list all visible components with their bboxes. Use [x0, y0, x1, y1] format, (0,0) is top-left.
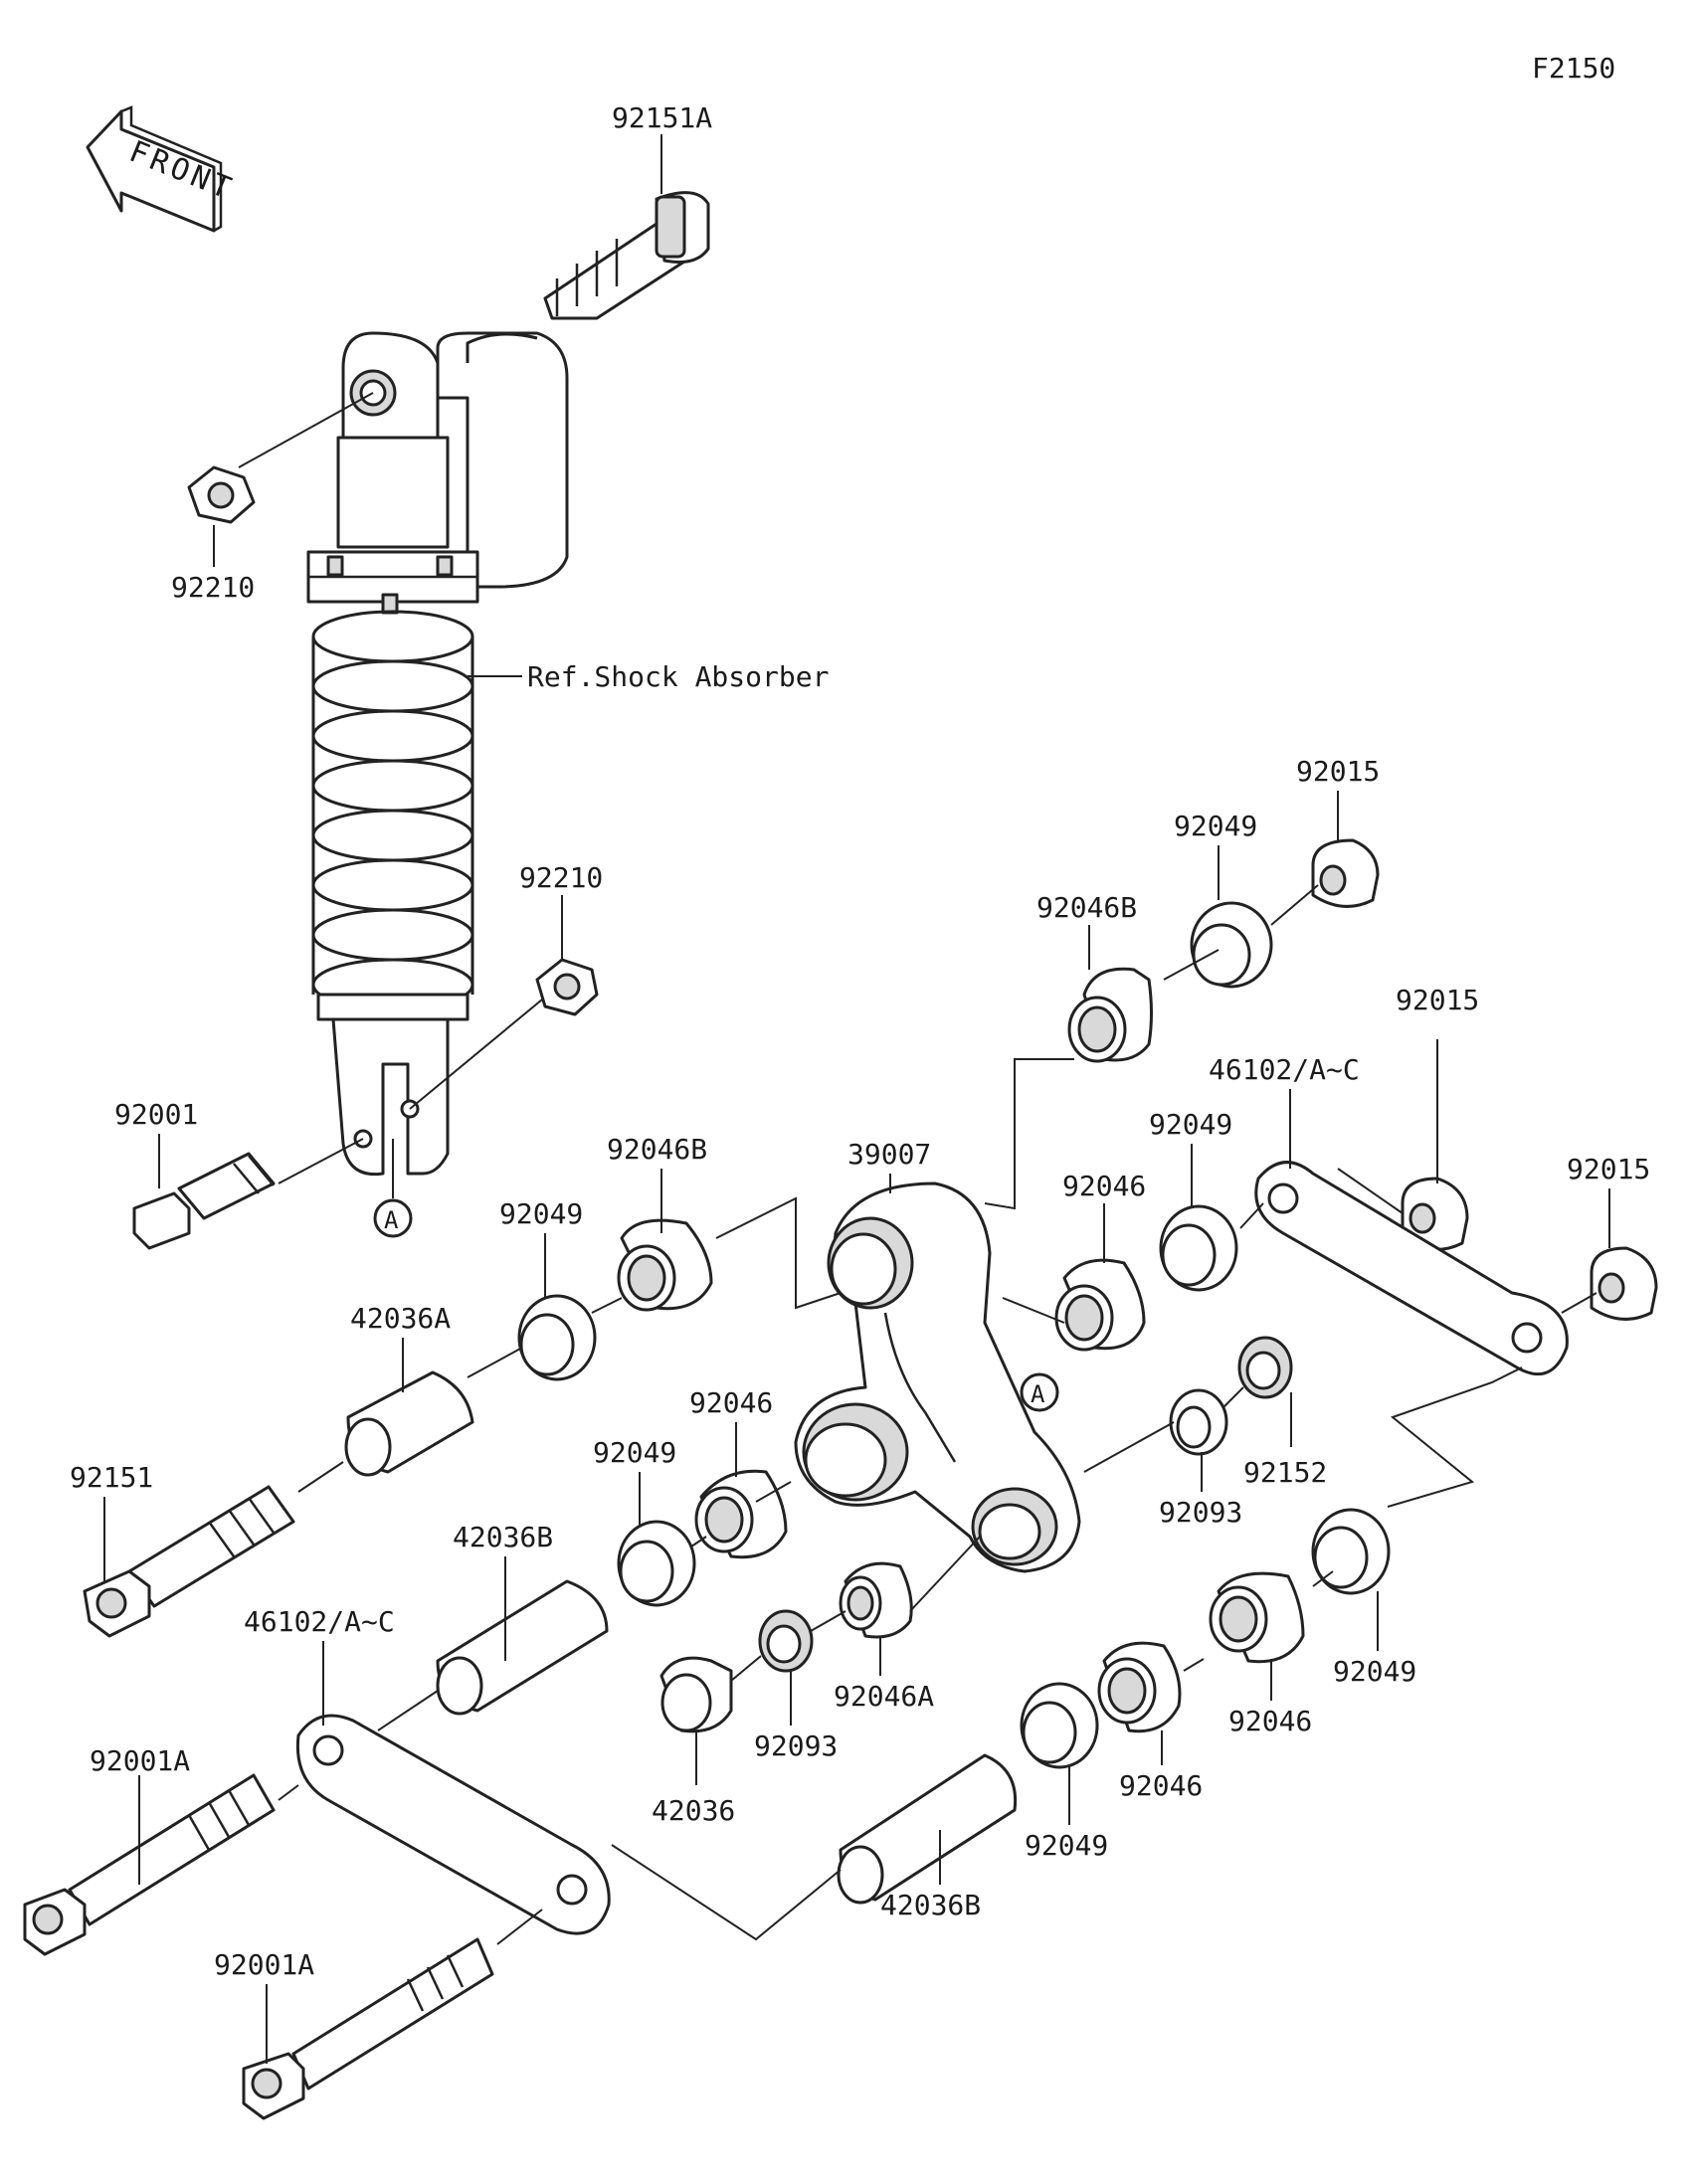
washer-92049-bottom: [1020, 1682, 1099, 1769]
figure-code: F2150: [1532, 52, 1615, 85]
collar-42036b-lower: [837, 1753, 1018, 1905]
callout-a-rocker: A: [1020, 1372, 1059, 1412]
part-label: 92049: [1149, 1108, 1232, 1141]
seal-92152: [1237, 1336, 1293, 1399]
svg-text:A: A: [384, 1206, 399, 1234]
bearing-92046b-top: [1067, 967, 1153, 1063]
part-label: 42036B: [880, 1889, 981, 1921]
part-label: 92046: [1119, 1769, 1203, 1802]
part-label: 92046: [1228, 1705, 1312, 1737]
part-label: 42036A: [350, 1302, 451, 1335]
washer-92049-lower-right: [1311, 1508, 1391, 1595]
part-label: 46102/A~C: [244, 1605, 395, 1638]
nut-92015-top: [1311, 838, 1380, 908]
front-arrow-icon: FRONT: [86, 105, 239, 233]
bolt-92001a-lower: [242, 1937, 494, 2120]
bolt-92151: [83, 1485, 295, 1638]
washer-92049-top: [1190, 901, 1273, 989]
bearing-92046-bottom: [1097, 1641, 1182, 1733]
tie-rod-46102-upper: [1254, 1161, 1569, 1376]
bearing-92046-lower: [694, 1469, 788, 1559]
part-label: 92151A: [612, 101, 712, 134]
spring-coils: [311, 610, 474, 1011]
nut-92210-lower: [535, 958, 599, 1016]
part-label: 39007: [847, 1138, 931, 1171]
part-label: 92093: [1159, 1496, 1242, 1529]
part-label: 92046: [689, 1386, 773, 1419]
bearing-92046-lower-right: [1209, 1571, 1305, 1664]
part-label: 42036: [652, 1794, 735, 1827]
bolt-92001: [132, 1152, 276, 1250]
rocker-arm-39007: [794, 1182, 1081, 1573]
nut-92210-top: [187, 465, 256, 524]
part-label: 92001: [114, 1098, 198, 1131]
part-label: 92001A: [90, 1744, 190, 1777]
part-label: 92046B: [1036, 891, 1137, 924]
part-label: 92210: [519, 861, 603, 894]
part-label: 92152: [1243, 1456, 1327, 1489]
part-label: 92015: [1567, 1153, 1650, 1185]
washer-92093-center: [758, 1609, 814, 1673]
shock-absorber: [306, 331, 569, 1177]
part-label: 92001A: [214, 1948, 314, 1981]
part-label: 92046B: [607, 1133, 707, 1166]
part-label: 42036B: [453, 1521, 553, 1553]
bolt-92001a-upper: [23, 1773, 276, 1956]
part-label: 92210: [171, 571, 255, 604]
part-label: 92015: [1396, 984, 1479, 1016]
part-label: 92049: [1174, 810, 1257, 842]
part-labels: 92151A 92210 92210 92001 92015 92049 920…: [70, 101, 1650, 1981]
bearing-92046a: [839, 1561, 913, 1639]
collar-42036b-upper: [436, 1579, 609, 1716]
collar-42036: [659, 1656, 733, 1733]
part-label: 92046A: [834, 1680, 934, 1713]
part-label: 92015: [1296, 755, 1380, 788]
nut-92015-right: [1590, 1246, 1658, 1321]
part-label: 92151: [70, 1461, 153, 1494]
part-label: 92049: [1025, 1829, 1108, 1862]
part-label: 92049: [593, 1436, 676, 1469]
part-label: 92046: [1062, 1170, 1146, 1202]
washer-92049-middle: [1159, 1204, 1238, 1292]
bearing-92046b-left: [617, 1218, 713, 1312]
reference-label: Ref.Shock Absorber: [527, 660, 829, 693]
bearing-92046-middle: [1054, 1258, 1146, 1352]
part-label: 92049: [1333, 1655, 1416, 1688]
leader-lines: [103, 134, 1610, 2064]
part-label: 46102/A~C: [1209, 1053, 1360, 1086]
washer-92049-lower: [617, 1520, 696, 1607]
part-label: 92049: [499, 1197, 583, 1230]
tie-rod-46102-lower: [295, 1714, 611, 1935]
washer-92093-right: [1169, 1388, 1228, 1456]
nut-92015-middle: [1401, 1177, 1469, 1251]
svg-text:A: A: [1031, 1380, 1045, 1408]
bolt-92151a: [543, 191, 710, 320]
washer-92049-left: [517, 1294, 597, 1381]
collar-42036a: [344, 1370, 474, 1477]
callout-a-shock: A: [373, 1198, 413, 1238]
part-label: 92093: [754, 1729, 838, 1762]
